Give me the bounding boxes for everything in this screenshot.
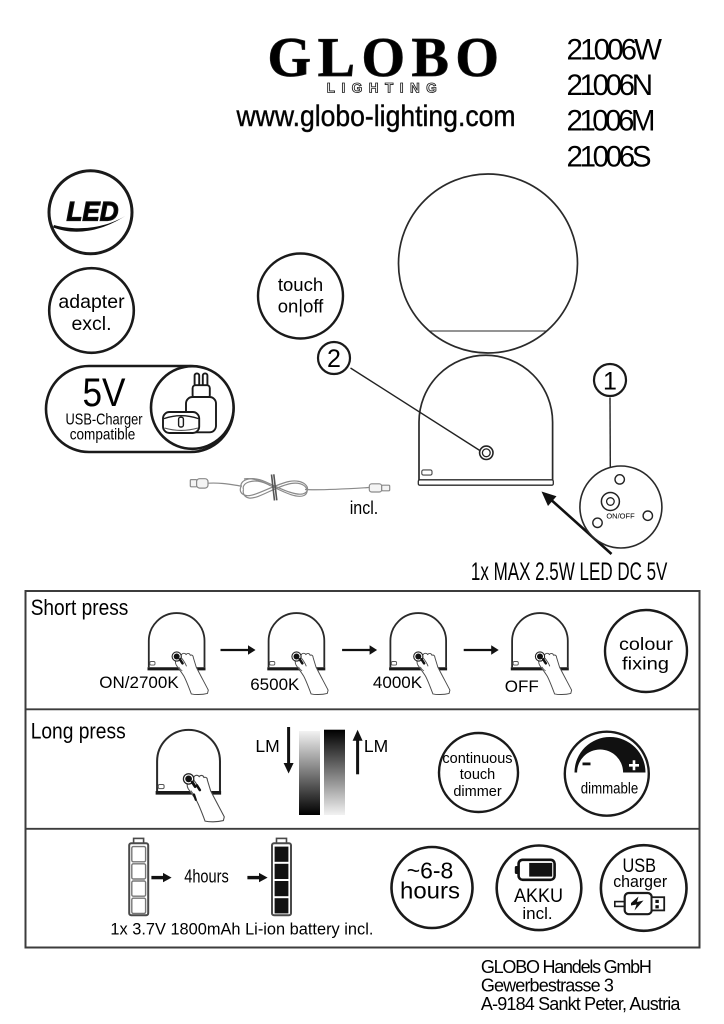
svg-text:incl.: incl. bbox=[522, 904, 552, 923]
svg-text:colour: colour bbox=[619, 634, 673, 654]
svg-text:21006N: 21006N bbox=[567, 69, 654, 102]
svg-text:GLOBO Handels GmbH: GLOBO Handels GmbH bbox=[481, 957, 652, 977]
svg-text:dimmer: dimmer bbox=[453, 784, 502, 800]
svg-text:LED: LED bbox=[67, 197, 119, 227]
svg-text:fixing: fixing bbox=[622, 654, 669, 674]
svg-text:www.globo-lighting.com: www.globo-lighting.com bbox=[236, 100, 516, 133]
svg-text:4hours: 4hours bbox=[184, 867, 229, 887]
svg-text:Long press: Long press bbox=[31, 719, 126, 744]
svg-text:5V: 5V bbox=[83, 371, 126, 415]
svg-text:1x MAX 2.5W LED DC 5V: 1x MAX 2.5W LED DC 5V bbox=[471, 558, 668, 586]
svg-text:adapter: adapter bbox=[58, 291, 125, 313]
svg-text:ON/OFF: ON/OFF bbox=[606, 512, 635, 521]
svg-text:dimmable: dimmable bbox=[581, 781, 639, 798]
svg-text:1x 3.7V 1800mAh Li-ion battery: 1x 3.7V 1800mAh Li-ion battery incl. bbox=[110, 920, 373, 939]
svg-text:6500K: 6500K bbox=[250, 675, 300, 694]
svg-text:ON/2700K: ON/2700K bbox=[99, 673, 179, 692]
svg-text:GLOBO: GLOBO bbox=[268, 27, 506, 89]
svg-text:21006M: 21006M bbox=[567, 104, 656, 137]
svg-text:1: 1 bbox=[603, 368, 617, 396]
svg-text:continuous: continuous bbox=[442, 751, 512, 767]
svg-text:excl.: excl. bbox=[71, 313, 111, 335]
svg-text:~6-8: ~6-8 bbox=[407, 858, 454, 884]
svg-text:Gewerbestrasse 3: Gewerbestrasse 3 bbox=[481, 976, 614, 996]
svg-text:USB-Charger: USB-Charger bbox=[66, 412, 144, 429]
svg-text:AKKU: AKKU bbox=[514, 885, 563, 907]
svg-text:LM: LM bbox=[364, 736, 388, 756]
svg-text:on|off: on|off bbox=[278, 296, 324, 317]
svg-text:OFF: OFF bbox=[505, 677, 539, 696]
svg-text:LM: LM bbox=[255, 736, 279, 756]
svg-text:compatible: compatible bbox=[70, 427, 136, 444]
svg-text:charger: charger bbox=[613, 873, 667, 891]
svg-text:touch: touch bbox=[460, 767, 495, 783]
svg-text:21006S: 21006S bbox=[567, 140, 652, 173]
svg-text:4000K: 4000K bbox=[373, 673, 423, 692]
svg-text:hours: hours bbox=[400, 878, 460, 904]
svg-text:2: 2 bbox=[327, 345, 341, 373]
svg-text:A-9184 Sankt Peter, Austria: A-9184 Sankt Peter, Austria bbox=[481, 994, 681, 1014]
svg-text:USB: USB bbox=[623, 856, 657, 877]
svg-text:LIGHTING: LIGHTING bbox=[327, 81, 444, 96]
svg-text:21006W: 21006W bbox=[567, 33, 663, 66]
svg-text:incl.: incl. bbox=[350, 498, 379, 518]
svg-text:touch: touch bbox=[278, 274, 323, 295]
svg-text:Short press: Short press bbox=[31, 595, 129, 620]
